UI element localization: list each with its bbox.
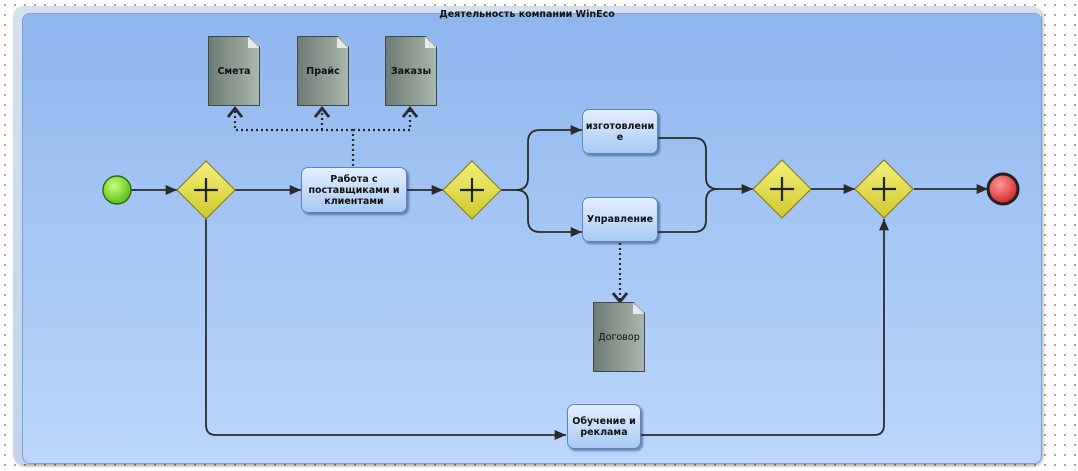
document-estimate[interactable]: Смета — [208, 36, 260, 106]
folded-page-icon — [425, 37, 436, 48]
task-training-label-line2: реклама — [580, 426, 628, 438]
parallel-gateway-3[interactable] — [752, 159, 812, 219]
plus-icon — [770, 177, 794, 201]
task-training-advertising[interactable]: Обучение и реклама — [567, 404, 641, 449]
task-training-label-line1: Обучение и — [572, 415, 636, 427]
parallel-gateway-1[interactable] — [176, 160, 236, 220]
document-price-label: Прайс — [306, 65, 340, 77]
data-associations — [226, 105, 629, 305]
flow-gateway2-to-manufacturing — [500, 124, 582, 191]
flow-management-to-gateway3 — [658, 188, 719, 233]
task-management-label: Управление — [586, 214, 654, 225]
parallel-gateway-2[interactable] — [442, 160, 502, 220]
plus-icon — [872, 177, 896, 201]
parallel-gateway-4[interactable] — [854, 159, 914, 219]
flow-gateway1-to-training — [205, 219, 566, 441]
folded-page-icon — [633, 303, 644, 314]
folded-page-icon — [337, 37, 348, 48]
task-suppliers-clients[interactable]: Работа с поставщиками и клиентами — [301, 167, 407, 213]
end-event[interactable] — [986, 172, 1020, 206]
task-management[interactable]: Управление — [582, 197, 658, 242]
flow-manufacturing-to-gateway3 — [658, 137, 753, 195]
association-orders — [353, 105, 419, 132]
folded-page-icon — [248, 37, 259, 48]
sequence-flows — [131, 124, 988, 441]
plus-icon — [194, 178, 218, 202]
pool-title: Деятельность компании WinEco — [439, 9, 615, 20]
document-estimate-label: Смета — [217, 65, 251, 77]
document-orders-label: Заказы — [390, 65, 432, 77]
task-manufacturing-label-line1: изготовлени — [585, 120, 655, 132]
swimlane — [22, 13, 1042, 464]
task-suppliers-clients-label: Работа с поставщиками и клиентами — [308, 173, 400, 207]
document-price[interactable]: Прайс — [297, 36, 349, 106]
document-contract[interactable]: Договор — [593, 302, 645, 372]
task-manufacturing[interactable]: изготовлени е — [582, 109, 658, 154]
flow-gateway2-to-management — [515, 189, 582, 238]
flow-training-to-gateway4 — [641, 219, 890, 436]
task-manufacturing-label-line2: е — [616, 131, 624, 143]
document-orders[interactable]: Заказы — [385, 36, 437, 106]
plus-icon — [460, 178, 484, 202]
association-estimate — [226, 105, 353, 132]
document-contract-label: Договор — [598, 331, 640, 343]
start-event[interactable] — [102, 175, 132, 205]
